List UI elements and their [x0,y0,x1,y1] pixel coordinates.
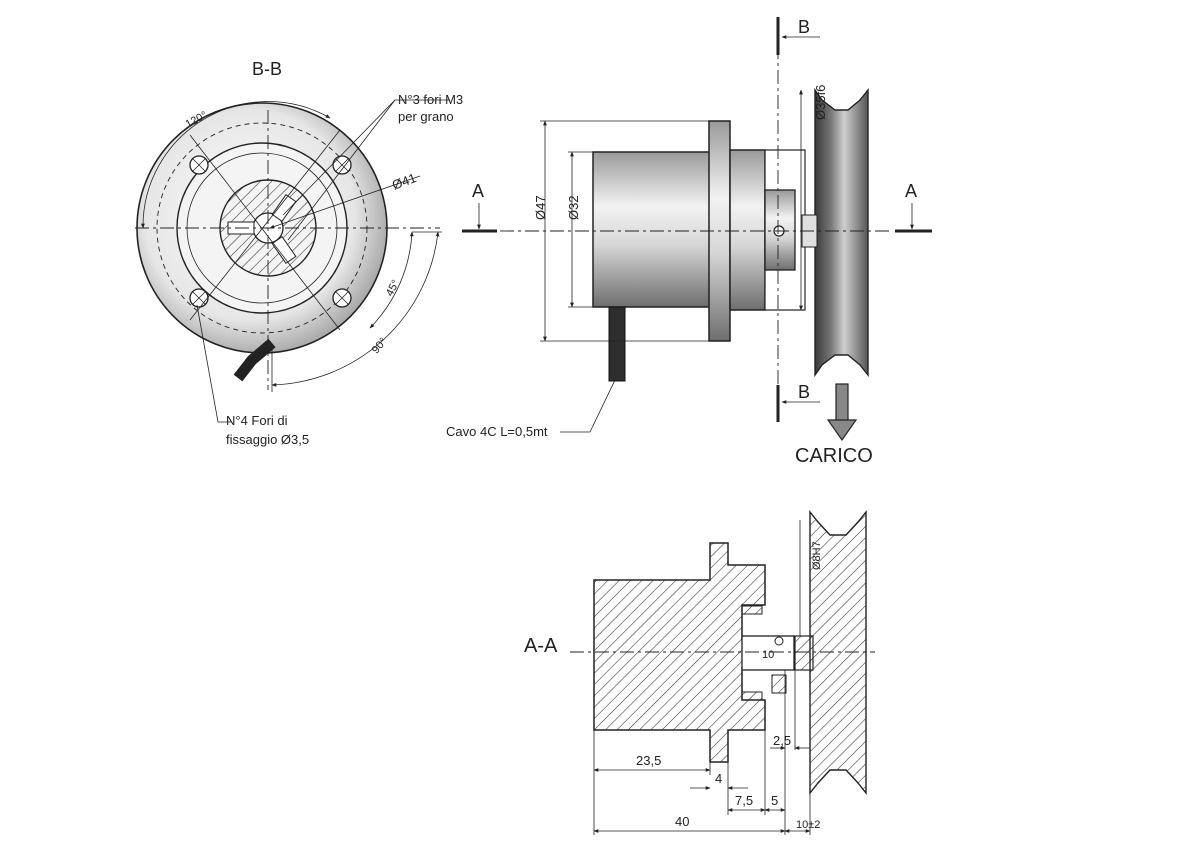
section-a-label-right: A [905,181,917,201]
fix-holes-text-1: N°4 Fori di [226,413,288,428]
fix-holes-leader [196,304,232,423]
dia-32-label: Ø32 [566,195,581,220]
dim-7-5-label: 7,5 [735,793,753,808]
section-aa: A-A 10 Ø8H7 23,5 4 7, [524,510,875,835]
cable-leader [560,379,616,433]
dia-47-label: Ø47 [533,195,548,220]
m3-holes-text-2: per grano [398,109,454,124]
bore [741,635,795,671]
encoder-spigot [729,149,766,311]
dia-41-label: Ø41 [390,170,418,193]
section-a-label-left: A [472,181,484,201]
dim-2-5-label: 2,5 [773,733,791,748]
dia-35f6-label: Ø35f6 [813,85,828,120]
grub-screw-section [771,674,787,694]
angle-45-label: 45° [384,278,402,298]
dia-41-leader [269,175,421,229]
m3-holes-text-1: N°3 fori M3 [398,92,463,107]
cable-side [608,306,626,382]
view-bb: B-B 120° [135,59,463,447]
section-b-label-top: B [798,17,810,37]
side-view: A A B B CARICO [446,17,932,467]
dim-10-2-label: 10±2 [796,819,820,831]
dim-23-5-label: 23,5 [636,753,661,768]
dia-8h7-label: Ø8H7 [811,541,823,570]
cable-bb [233,338,276,382]
angle-90-arc [271,231,440,387]
encoder-body [592,151,712,308]
dim-5-label: 5 [771,793,778,808]
fix-holes-text-2: fissaggio Ø3,5 [226,432,309,447]
load-arrow [826,383,858,442]
dim-4-label: 4 [715,771,722,786]
wheel-hub-section [794,635,814,671]
cable-label: Cavo 4C L=0,5mt [446,424,548,439]
angle-120-arc [141,101,331,229]
section-b-label-bottom: B [798,382,810,402]
angle-90-label: 90° [370,336,390,356]
dim-40-label: 40 [675,814,689,829]
pulley-wheel [814,87,869,378]
view-bb-title: B-B [252,59,282,79]
dim-10-label: 10 [762,649,774,661]
body-section [593,542,766,763]
section-aa-title: A-A [524,635,558,657]
load-label: CARICO [795,445,873,467]
wheel-section [809,510,867,795]
